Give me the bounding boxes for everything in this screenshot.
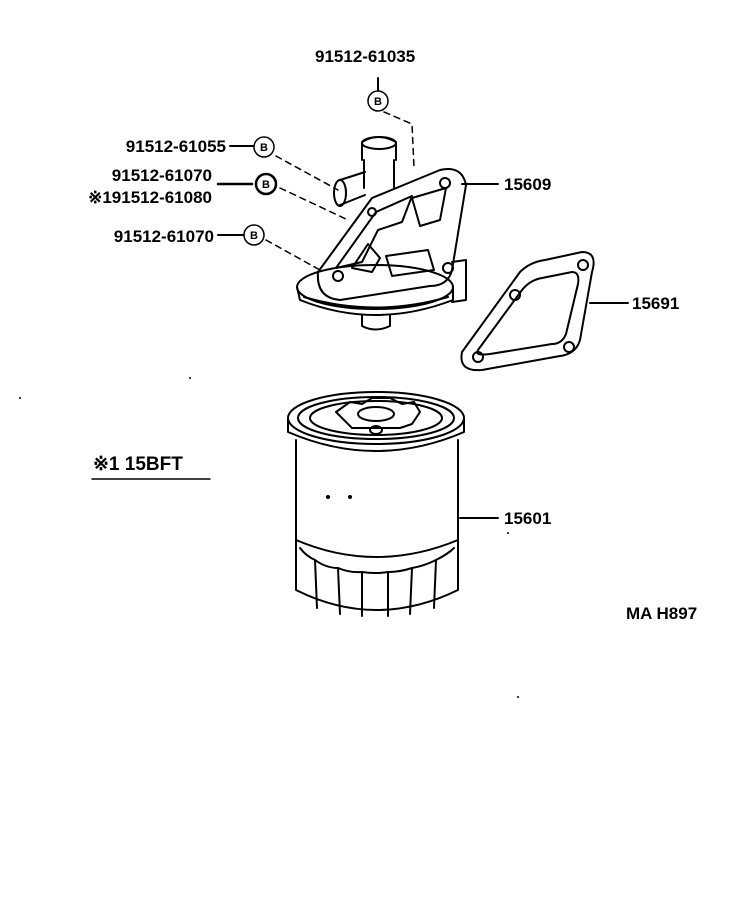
callout-bolt-upper-left: 91512-61055 — [126, 137, 226, 156]
callout-gasket: 15691 — [632, 294, 679, 313]
callout-bolt-mid-a: 91512-61070 — [112, 166, 212, 185]
marker-b-lower: B — [243, 224, 265, 246]
callout-bolt-lower: 91512-61070 — [114, 227, 214, 246]
footnote-label: ※1 15BFT — [93, 454, 183, 475]
diagram-code: MA H897 — [626, 604, 697, 623]
svg-text:B: B — [262, 179, 270, 191]
svg-text:B: B — [260, 142, 268, 154]
leader-lines — [216, 77, 629, 519]
marker-b-upper-left: B — [253, 136, 275, 158]
callout-bolt-mid-b: ※191512-61080 — [88, 188, 212, 207]
marker-b-mid: B — [254, 172, 278, 196]
oil-filter-bracket — [296, 136, 467, 331]
callout-bracket: 15609 — [504, 175, 551, 194]
svg-text:B: B — [374, 96, 382, 108]
gasket — [460, 251, 595, 372]
marker-b-top: B — [367, 90, 389, 112]
svg-text:B: B — [250, 230, 258, 242]
oil-filter — [287, 391, 465, 617]
callout-filter: 15601 — [504, 509, 551, 528]
callout-bolt-top: 91512-61035 — [315, 47, 415, 66]
